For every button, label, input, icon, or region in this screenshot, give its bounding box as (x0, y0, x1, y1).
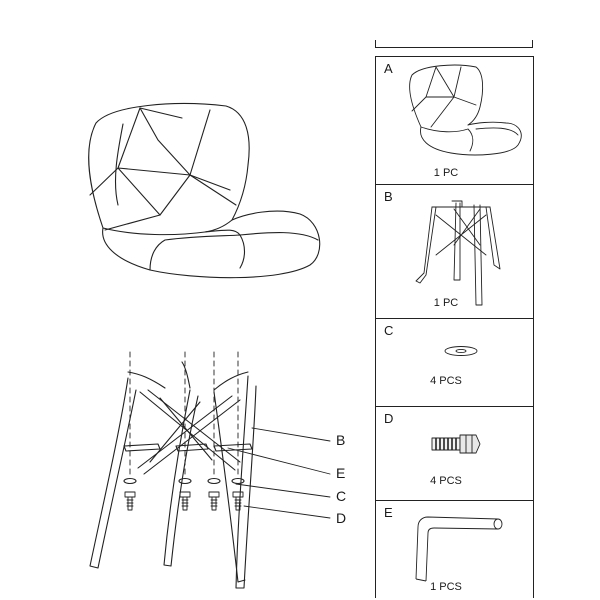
part-d: D 4 PCS (376, 406, 533, 500)
part-letter: C (384, 323, 394, 338)
parts-list-header-bracket (375, 40, 533, 48)
leg-base-illustration (89, 351, 257, 589)
part-b: B 1 PC (376, 184, 533, 318)
part-letter: B (384, 189, 393, 204)
part-letter: D (384, 411, 394, 426)
part-quantity: 4 PCS (430, 475, 462, 487)
part-quantity: 1 PC (433, 167, 459, 179)
part-quantity: 1 PC (433, 297, 459, 309)
part-e: E 1 PCS (376, 500, 533, 598)
callout-c: C (336, 488, 347, 504)
part-quantity: 1 PCS (430, 581, 462, 593)
bolt-icon (431, 434, 481, 454)
seat-shell-illustration (88, 103, 321, 279)
callout-d: D (336, 510, 347, 526)
allen-key-icon (415, 516, 503, 582)
callout-e: E (336, 465, 346, 481)
parts-list: A 1 PC B 1 PC C 4 PCS D (375, 56, 534, 598)
part-letter: A (384, 61, 393, 76)
part-a: A 1 PC (376, 56, 533, 184)
part-c: C 4 PCS (376, 318, 533, 406)
part-letter: E (384, 505, 393, 520)
callout-b: B (336, 432, 346, 448)
wooden-leg-base-icon (415, 200, 501, 306)
part-quantity: 4 PCS (430, 375, 462, 387)
callout-leaders (227, 427, 331, 519)
washer-icon (444, 346, 478, 356)
seat-shell-icon (409, 64, 522, 156)
assembly-diagram (88, 103, 331, 589)
